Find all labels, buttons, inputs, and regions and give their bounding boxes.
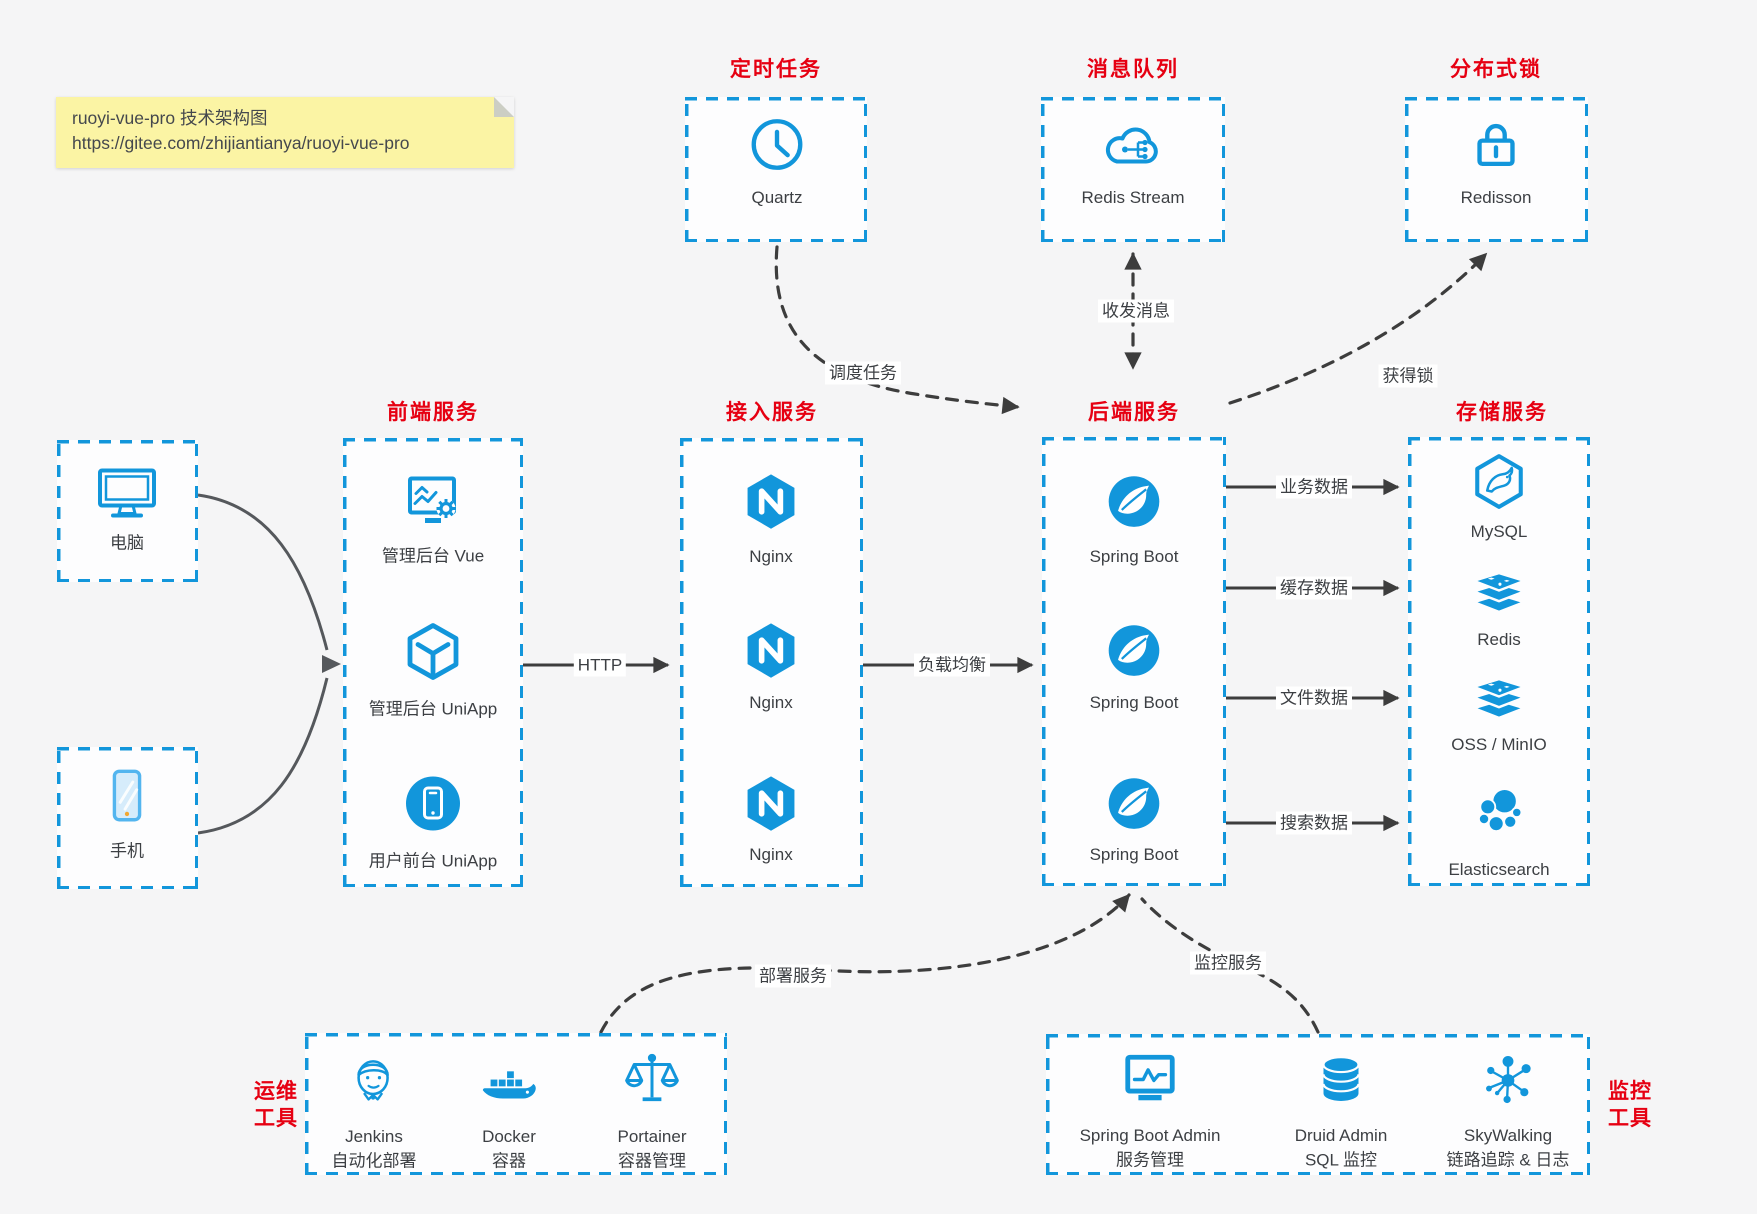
redis-label: Redis [1477, 630, 1521, 649]
druid-name: Druid Admin [1294, 1126, 1388, 1145]
oss-minio-label: OSS / MinIO [1451, 735, 1547, 754]
portainer-name: Portainer [617, 1127, 687, 1146]
spring-boot-icon [1104, 774, 1164, 839]
redis-stream-label: Redis Stream [1081, 188, 1185, 207]
monitor-pulse-icon [1119, 1051, 1181, 1114]
mysql-label: MySQL [1470, 522, 1528, 541]
spring-boot-icon [1104, 472, 1164, 537]
http-label: HTTP [573, 653, 627, 677]
schedule-task-label: 调度任务 [825, 361, 901, 385]
docker-whale-icon [478, 1055, 540, 1114]
oss-stack-icon [1468, 669, 1530, 732]
redisson-label: Redisson [1460, 188, 1532, 207]
edge-deploy-service [599, 893, 1131, 1034]
portainer-desc: 容器管理 [618, 1151, 686, 1171]
nginx-label: Nginx [749, 845, 793, 864]
title-gateway: 接入服务 [726, 401, 818, 424]
message-label: 收发消息 [1098, 299, 1174, 323]
lock-icon [1465, 114, 1527, 181]
skywalking-name: SkyWalking [1463, 1126, 1553, 1145]
title-message-queue: 消息队列 [1087, 58, 1179, 81]
nginx-icon [741, 471, 801, 538]
monitor-title-line2: 工具 [1608, 1107, 1652, 1130]
nginx-icon [741, 773, 801, 840]
mobile-label: 手机 [110, 841, 144, 861]
ops-tools-panel [305, 1033, 727, 1175]
desktop-icon [94, 461, 160, 528]
database-icon [1313, 1051, 1369, 1114]
ops-title-line1: 运维 [254, 1080, 298, 1103]
smartphone-icon [96, 765, 158, 834]
nginx-label: Nginx [749, 547, 793, 566]
admin-vue-icon [401, 471, 465, 538]
cache-data-label: 缓存数据 [1276, 576, 1352, 600]
skywalking-desc: 链路追踪 & 日志 [1446, 1150, 1570, 1170]
user-uniapp-label: 用户前台 UniApp [368, 851, 498, 871]
docker-name: Docker [482, 1127, 536, 1146]
admin-vue-label: 管理后台 Vue [381, 546, 485, 566]
edge-acquire-lock [1228, 252, 1488, 405]
redis-stack-icon [1468, 563, 1530, 626]
docker-desc: 容器 [492, 1151, 526, 1171]
monitor-title-line1: 监控 [1608, 1080, 1652, 1103]
title-ops-tools: 运维 工具 [254, 1078, 298, 1132]
user-uniapp-icon [401, 772, 465, 841]
storage-services-panel [1408, 437, 1590, 886]
topology-icon [1479, 1051, 1537, 1114]
spring-boot-label: Spring Boot [1089, 693, 1179, 712]
title-storage: 存储服务 [1456, 401, 1548, 424]
deploy-service-label: 部署服务 [755, 964, 831, 988]
jenkins-desc: 自动化部署 [331, 1151, 417, 1171]
title-frontend: 前端服务 [387, 401, 479, 424]
elasticsearch-label: Elasticsearch [1448, 860, 1550, 879]
quartz-label: Quartz [751, 188, 803, 207]
title-backend: 后端服务 [1088, 401, 1180, 424]
sba-desc: 服务管理 [1116, 1150, 1184, 1170]
client-merge-curves [197, 493, 329, 835]
jenkins-icon [345, 1050, 403, 1115]
client-arrowhead [322, 655, 341, 673]
search-data-label: 搜索数据 [1276, 811, 1352, 835]
load-balance-label: 负载均衡 [914, 653, 990, 677]
mysql-icon [1470, 452, 1528, 517]
jenkins-name: Jenkins [345, 1127, 403, 1146]
druid-desc: SQL 监控 [1304, 1150, 1378, 1170]
acquire-lock-label: 获得锁 [1378, 364, 1438, 388]
scales-icon [622, 1050, 682, 1115]
admin-uniapp-label: 管理后台 UniApp [368, 699, 498, 719]
distributed-lock-panel [1405, 97, 1588, 242]
nginx-icon [741, 620, 801, 687]
cloud-stream-icon [1098, 117, 1168, 178]
note-title: ruoyi-vue-pro 技术架构图 [72, 108, 268, 128]
title-distributed-lock: 分布式锁 [1450, 58, 1542, 81]
spring-boot-label: Spring Boot [1089, 547, 1179, 566]
elasticsearch-icon [1469, 783, 1529, 846]
business-data-label: 业务数据 [1276, 475, 1352, 499]
clock-icon [746, 114, 808, 181]
spring-boot-label: Spring Boot [1089, 845, 1179, 864]
pc-client-panel [57, 440, 198, 582]
spring-boot-icon [1104, 621, 1164, 686]
title-monitor-tools: 监控 工具 [1608, 1078, 1652, 1132]
sticky-note: ruoyi-vue-pro 技术架构图 https://gitee.com/zh… [56, 97, 514, 168]
monitor-service-label: 监控服务 [1190, 951, 1266, 975]
message-queue-panel [1041, 97, 1225, 242]
file-data-label: 文件数据 [1276, 686, 1352, 710]
ops-title-line2: 工具 [254, 1107, 298, 1130]
uniapp-cube-icon [401, 621, 465, 690]
title-scheduled-task: 定时任务 [730, 58, 822, 81]
note-url: https://gitee.com/zhijiantianya/ruoyi-vu… [72, 133, 410, 153]
sba-name: Spring Boot Admin [1079, 1126, 1221, 1145]
pc-label: 电脑 [110, 533, 144, 553]
nginx-label: Nginx [749, 693, 793, 712]
